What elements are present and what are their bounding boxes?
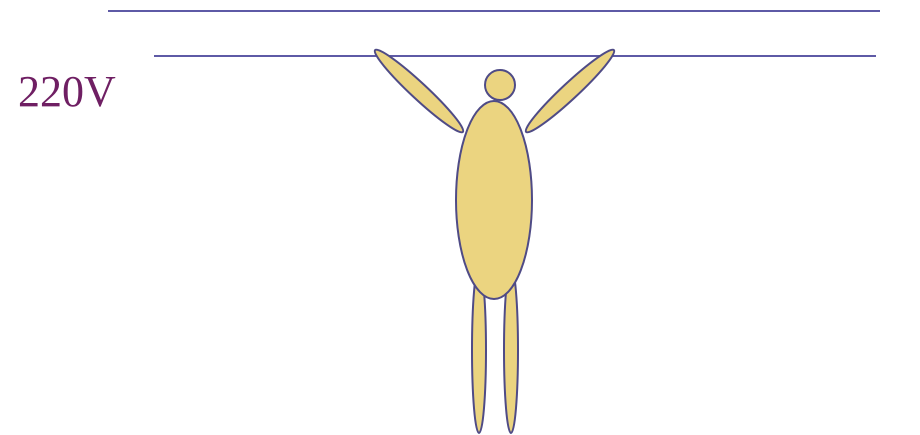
left-arm: [370, 44, 469, 138]
head: [485, 70, 515, 100]
torso: [456, 101, 532, 299]
voltage-label: 220V: [18, 70, 116, 114]
right-arm: [521, 44, 620, 138]
